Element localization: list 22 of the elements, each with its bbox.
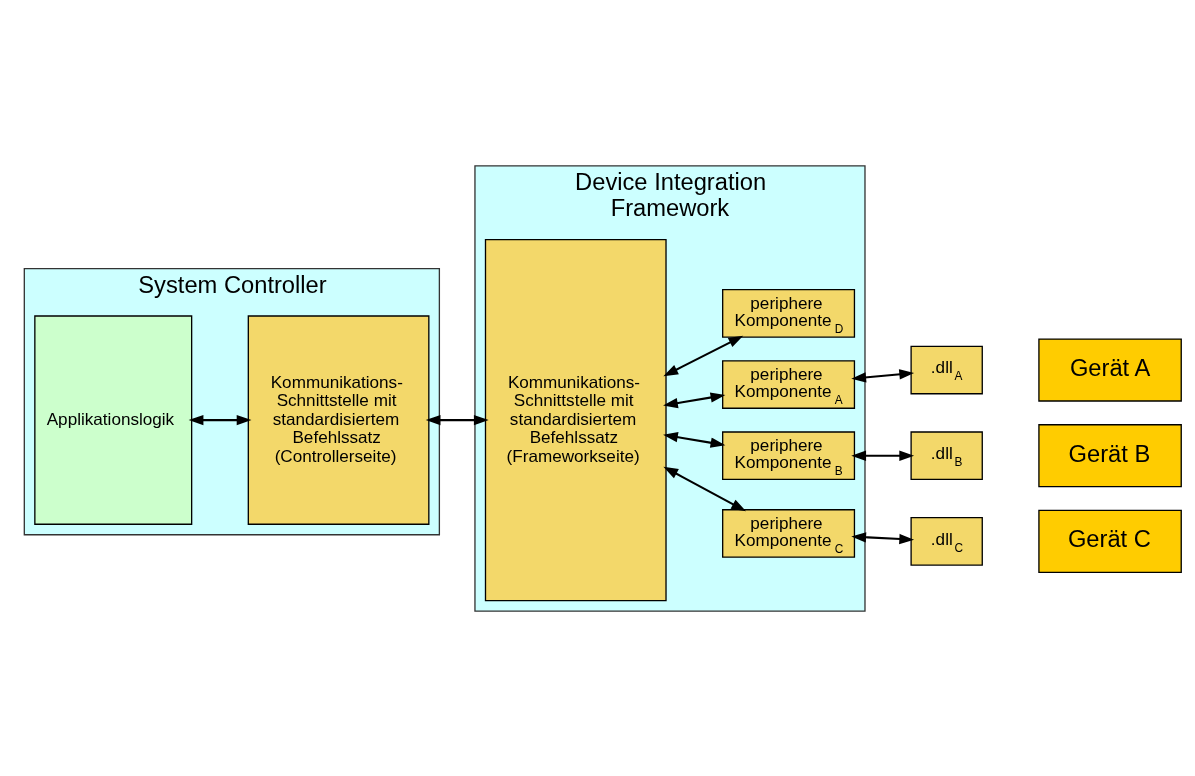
node-box: .dll$_{C}$ — [910, 516, 983, 566]
arrow — [663, 431, 726, 448]
node-box: Gerät C — [1038, 509, 1182, 573]
arrow — [425, 414, 489, 425]
arrow — [851, 531, 915, 544]
arrow — [851, 368, 915, 383]
node-box: .dll$_{B}$ — [910, 430, 983, 480]
node-box: Kommunikations- Schnittstelle mit standardisiertem Befehlssatz (Controllerseite) — [247, 314, 430, 525]
node-box: Kommunikations- Schnittstelle mit standardisiertem Befehlssatz (Frameworkseite) — [484, 238, 667, 601]
arrow — [663, 466, 747, 511]
node-box: Applikationslogik — [34, 314, 193, 525]
node-box: periphere Komponente$_{C}$ — [722, 508, 856, 558]
node-box: periphere Komponente$_{A}$ — [722, 359, 856, 409]
arrow — [188, 414, 252, 425]
node-box: Gerät B — [1038, 423, 1182, 487]
arrow — [851, 450, 915, 461]
arrow — [663, 335, 744, 376]
node-box: periphere Komponente$_{B}$ — [722, 430, 856, 480]
node-box: periphere Komponente$_{D}$ — [722, 288, 856, 338]
node-box: Gerät A — [1038, 337, 1182, 402]
arrow — [663, 391, 726, 408]
node-box: .dll$_{A}$ — [910, 345, 983, 394]
